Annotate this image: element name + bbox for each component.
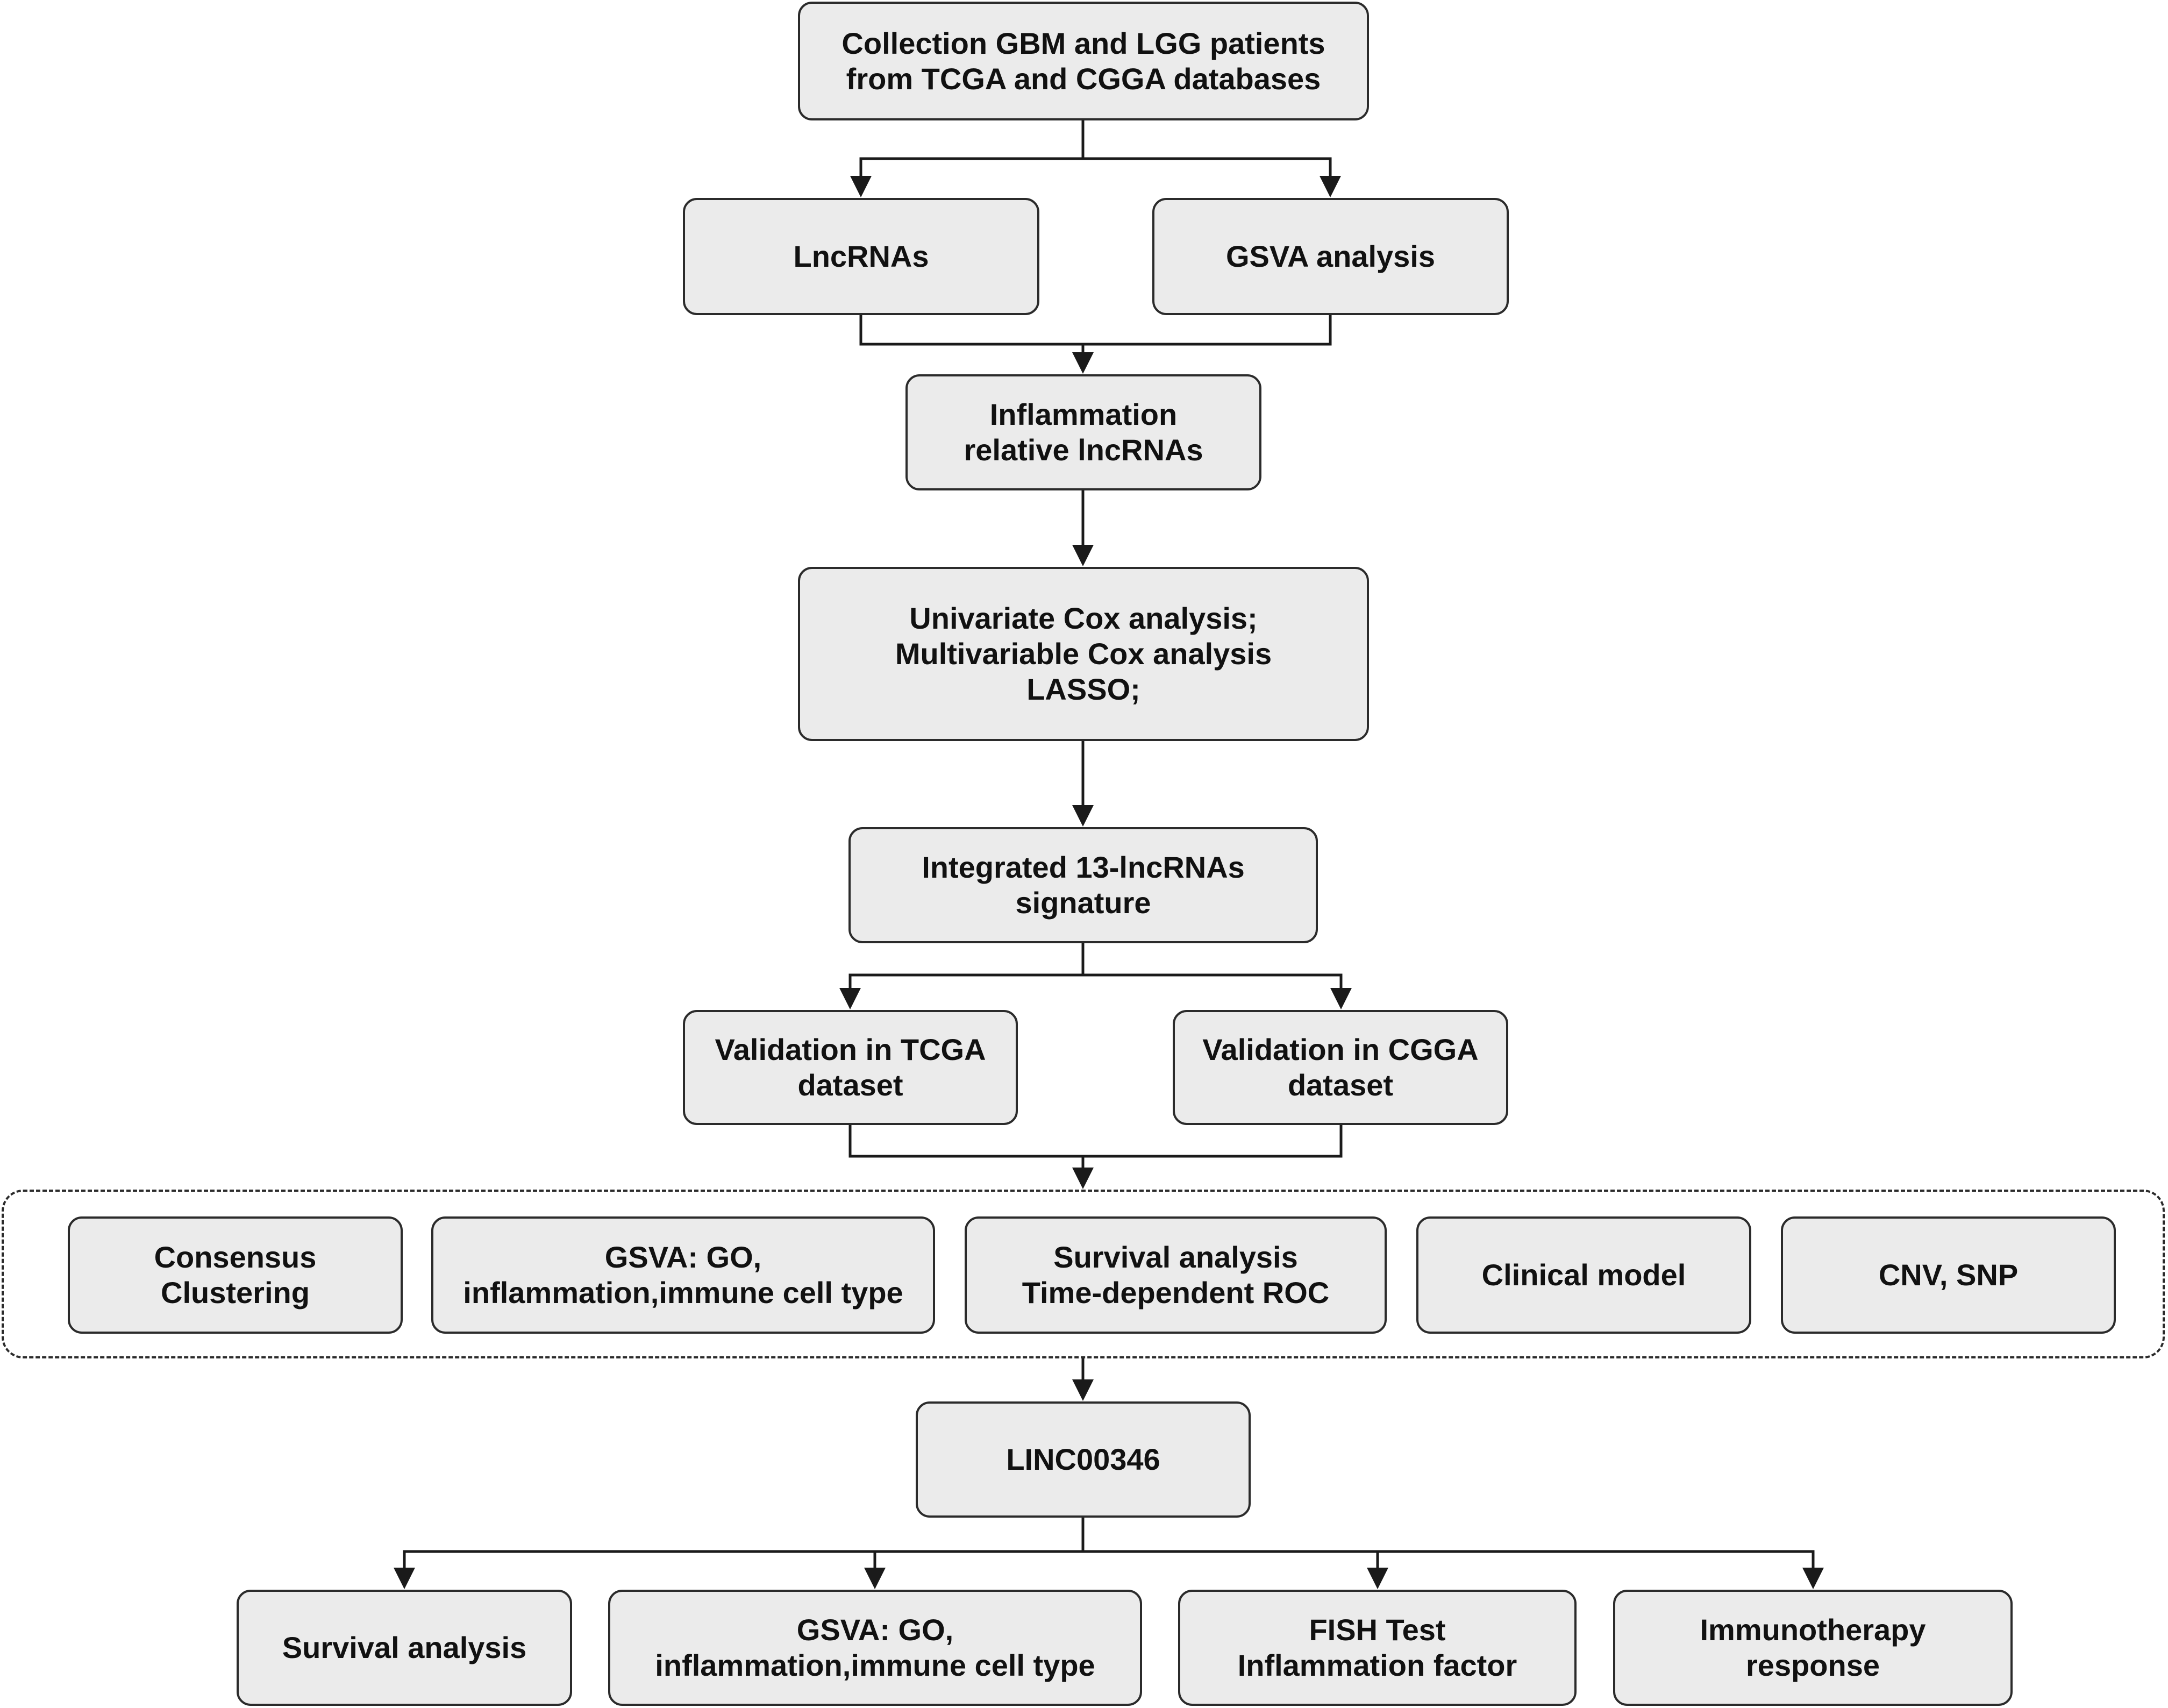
survival-roc-box: Survival analysis Time-dependent ROC [965,1216,1387,1334]
cox-lasso-box: Univariate Cox analysis; Multivariable C… [798,567,1369,741]
linc00346-box: LINC00346 [916,1401,1251,1518]
gsva-go-box: GSVA: GO, inflammation,immune cell type [431,1216,935,1334]
arrow-collection-to-lncrnas [850,120,1085,197]
consensus-clustering-box: Consensus Clustering [68,1216,403,1334]
arrow-validations-to-analysis-group [848,1125,1343,1186]
arrow-signature-to-validation-cgga [1083,973,1352,1009]
signature-box: Integrated 13-lncRNAs signature [848,827,1318,943]
arrow-linc00346-to-fish [1083,1550,1388,1589]
arrow-signature-to-validation-tcga [839,943,1085,1009]
survival-analysis-box: Survival analysis [237,1590,572,1706]
clinical-model-box: Clinical model [1416,1216,1751,1334]
immunotherapy-box: Immunotherapy response [1613,1590,2013,1706]
arrow-lncrnas-gsva-to-inflammation [859,315,1332,371]
inflammation-lncrnas-box: Inflammation relative lncRNAs [905,374,1261,490]
analysis-group [2,1190,2165,1358]
arrow-linc00346-to-survival [394,1518,1085,1589]
validation-cgga-box: Validation in CGGA dataset [1173,1010,1508,1125]
gsva-analysis-box: GSVA analysis [1152,198,1509,315]
arrow-linc00346-to-immunotherapy [1378,1550,1824,1589]
lncrnas-box: LncRNAs [683,198,1039,315]
fish-test-box: FISH Test Inflammation factor [1178,1590,1577,1706]
validation-tcga-box: Validation in TCGA dataset [683,1010,1018,1125]
collection-box: Collection GBM and LGG patients from TCG… [798,2,1369,120]
arrow-collection-to-gsva [1083,157,1341,197]
gsva-go-linc-box: GSVA: GO, inflammation,immune cell type [608,1590,1142,1706]
cnv-snp-box: CNV, SNP [1781,1216,2116,1334]
